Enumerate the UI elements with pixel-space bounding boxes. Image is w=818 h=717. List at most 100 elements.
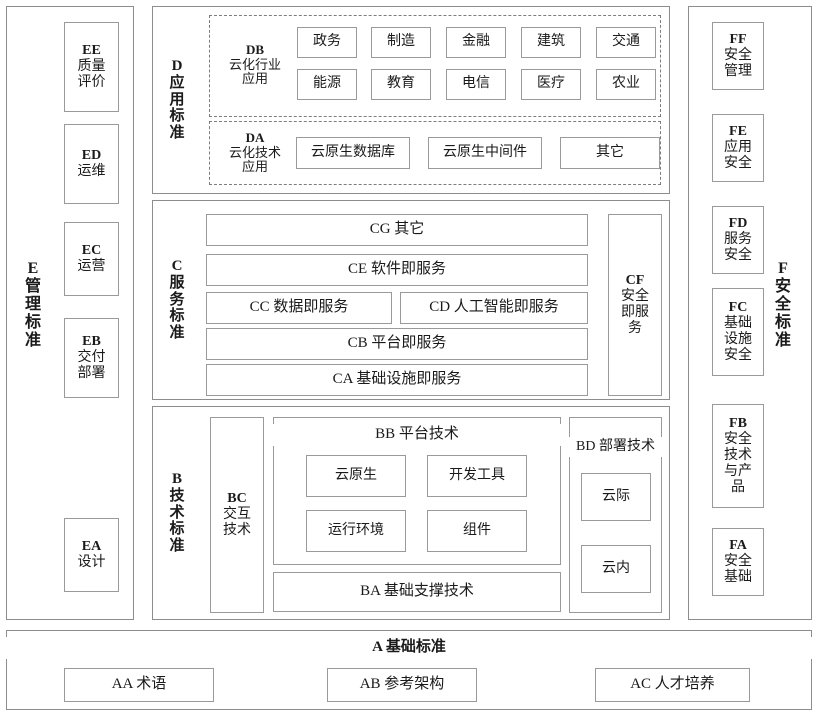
panel-e-label-char-4: 准 [24, 331, 41, 349]
panel-f-label-char-4: 准 [774, 331, 791, 349]
box-fa-code: FA [729, 537, 747, 553]
box-ea-code: EA [81, 538, 102, 554]
group-db-title-line-2: 应用 [241, 71, 268, 87]
box-cb-platform-as-a-service[interactable]: CB 平台即服务 [206, 328, 588, 360]
box-fb-line-1: 安全 [724, 431, 752, 447]
box-fd-line-1: 服务 [724, 231, 752, 247]
box-fc-line-2: 设施 [724, 332, 752, 347]
box-fe-application-security[interactable]: FE 应用 安全 [712, 114, 764, 182]
box-ee-quality-evaluation[interactable]: EE 质量 评价 [64, 22, 119, 112]
box-db-government[interactable]: 政务 [297, 27, 357, 58]
box-db-manufacturing-label: 制造 [387, 34, 415, 50]
box-cf-line-3: 务 [628, 321, 642, 337]
box-db-healthcare[interactable]: 医疗 [521, 69, 581, 100]
box-ab-reference-architecture[interactable]: AB 参考架构 [327, 668, 477, 702]
box-ec-operation[interactable]: EC 运营 [64, 222, 119, 296]
panel-f-label: F 安 全 标 准 [766, 235, 800, 375]
box-fe-code: FE [729, 123, 747, 139]
box-bd-inter-cloud[interactable]: 云际 [581, 473, 651, 521]
box-aa-terminology[interactable]: AA 术语 [64, 668, 214, 702]
box-bc-line-1: 交互 [223, 506, 251, 522]
box-bc-line-2: 技术 [223, 523, 251, 539]
panel-f-label-char-0: F [778, 260, 788, 278]
group-db-title: DB 云化行业 应用 [215, 25, 295, 105]
box-ac-talent-cultivation[interactable]: AC 人才培养 [595, 668, 750, 702]
group-bb-title-label: BB 平台技术 [375, 426, 459, 443]
box-da-cloud-native-database[interactable]: 云原生数据库 [296, 137, 410, 169]
box-fa-security-foundation[interactable]: FA 安全 基础 [712, 528, 764, 596]
box-db-finance[interactable]: 金融 [446, 27, 506, 58]
box-ea-design[interactable]: EA 设计 [64, 518, 119, 592]
panel-c-label-char-0: C [171, 258, 183, 274]
panel-b-label-char-4: 准 [169, 538, 185, 555]
box-fc-infrastructure-security[interactable]: FC 基础 设施 安全 [712, 288, 764, 376]
box-da-cloud-native-middleware-label: 云原生中间件 [443, 144, 527, 160]
group-db-code: DB [245, 41, 265, 57]
box-ac-talent-cultivation-label: AC 人才培养 [630, 676, 715, 693]
box-fd-code: FD [728, 215, 748, 231]
panel-e-label: E 管 理 标 准 [16, 235, 50, 375]
box-ec-line-1: 运营 [77, 259, 106, 274]
box-cg-other[interactable]: CG 其它 [206, 214, 588, 246]
box-db-healthcare-label: 医疗 [537, 76, 565, 92]
box-db-energy-label: 能源 [313, 76, 341, 92]
box-db-construction-label: 建筑 [537, 34, 565, 50]
box-db-telecom[interactable]: 电信 [446, 69, 506, 100]
box-fc-line-3: 安全 [724, 348, 752, 364]
box-db-transportation[interactable]: 交通 [596, 27, 656, 58]
box-bb-cloud-native-label: 云原生 [335, 467, 377, 483]
box-bc-code: BC [227, 490, 247, 506]
box-ff-security-management[interactable]: FF 安全 管理 [712, 22, 764, 90]
box-aa-terminology-label: AA 术语 [111, 676, 167, 693]
box-db-energy[interactable]: 能源 [297, 69, 357, 100]
box-bb-runtime-environment[interactable]: 运行环境 [306, 510, 406, 552]
box-cf-security-as-a-service[interactable]: CF 安全 即服 务 [608, 214, 662, 396]
box-bb-components[interactable]: 组件 [427, 510, 527, 552]
box-fe-line-1: 应用 [724, 139, 752, 155]
box-ba-basic-support-technology[interactable]: BA 基础支撑技术 [273, 572, 561, 612]
panel-d-label-char-3: 标 [169, 108, 185, 125]
box-db-manufacturing[interactable]: 制造 [371, 27, 431, 58]
box-fb-security-technology-products[interactable]: FB 安全 技术 与产 品 [712, 404, 764, 508]
box-bd-inter-cloud-label: 云际 [602, 488, 630, 504]
box-cb-platform-as-a-service-label: CB 平台即服务 [347, 335, 447, 352]
box-ea-line-1: 设计 [77, 555, 106, 570]
box-fd-service-security[interactable]: FD 服务 安全 [712, 206, 764, 274]
box-ed-operations-maintenance[interactable]: ED 运维 [64, 124, 119, 204]
box-db-telecom-label: 电信 [462, 76, 490, 92]
box-cd-ai-as-a-service[interactable]: CD 人工智能即服务 [400, 292, 588, 324]
panel-c-label-char-3: 标 [169, 308, 185, 325]
group-bd-title-label: BD 部署技术 [576, 438, 655, 454]
group-da-cloud-technology-applications [209, 121, 661, 185]
panel-a-title-label: A 基础标准 [372, 639, 446, 656]
box-fb-code: FB [729, 415, 747, 431]
box-eb-delivery-deployment[interactable]: EB 交付 部署 [64, 318, 119, 398]
box-cf-line-2: 即服 [621, 305, 649, 320]
box-bc-interaction-technology[interactable]: BC 交互 技术 [210, 417, 264, 613]
box-bb-development-tools[interactable]: 开发工具 [427, 455, 527, 497]
box-ce-software-as-a-service[interactable]: CE 软件即服务 [206, 254, 588, 286]
box-fc-line-1: 基础 [724, 315, 752, 331]
box-ee-line-1: 质量 [77, 58, 106, 74]
box-fb-line-3: 与产 [724, 464, 752, 480]
box-db-education[interactable]: 教育 [371, 69, 431, 100]
group-da-title-line-1: 云化技术 [228, 144, 281, 160]
panel-a-title: A 基础标准 [6, 637, 812, 659]
group-db-cloud-industry-applications [209, 15, 661, 117]
box-db-government-label: 政务 [313, 34, 341, 50]
box-da-cloud-native-middleware[interactable]: 云原生中间件 [428, 137, 542, 169]
box-fe-line-2: 安全 [724, 156, 752, 172]
box-db-education-label: 教育 [387, 76, 415, 92]
box-bd-intra-cloud[interactable]: 云内 [581, 545, 651, 593]
panel-c-label-char-2: 务 [169, 291, 185, 308]
box-ca-infrastructure-as-a-service[interactable]: CA 基础设施即服务 [206, 364, 588, 396]
box-bb-cloud-native[interactable]: 云原生 [306, 455, 406, 497]
box-cc-data-as-a-service[interactable]: CC 数据即服务 [206, 292, 392, 324]
box-da-other[interactable]: 其它 [560, 137, 660, 169]
box-ba-basic-support-technology-label: BA 基础支撑技术 [360, 583, 474, 600]
box-db-agriculture[interactable]: 农业 [596, 69, 656, 100]
box-fb-line-4: 品 [731, 480, 745, 496]
box-bb-runtime-environment-label: 运行环境 [328, 522, 384, 538]
box-db-construction[interactable]: 建筑 [521, 27, 581, 58]
